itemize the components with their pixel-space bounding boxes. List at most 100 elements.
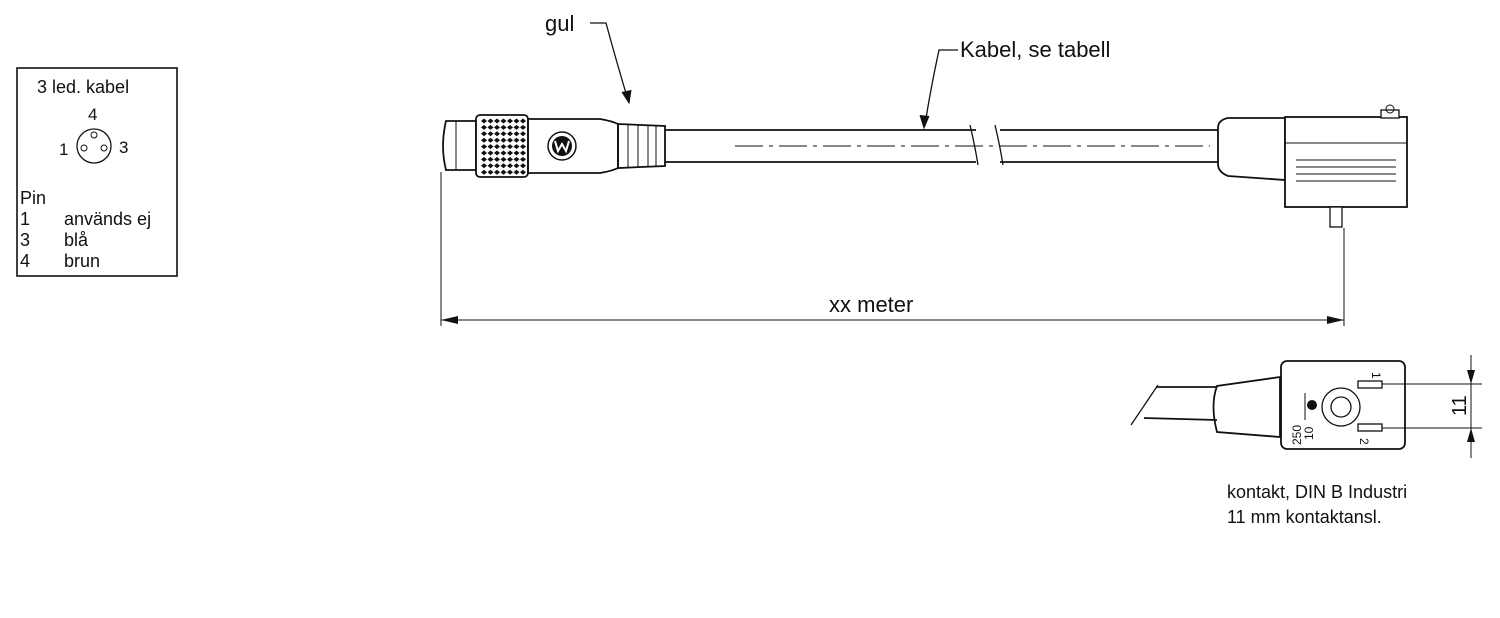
knurl-diamond	[507, 118, 513, 124]
label-gul-leader	[590, 22, 629, 101]
pin-row-2-desc: blå	[64, 230, 89, 250]
knurl-diamond	[487, 163, 494, 169]
pin-table-title: 3 led. kabel	[37, 77, 129, 97]
knurl-diamond	[481, 118, 487, 124]
pin-row-1-desc: används ej	[64, 209, 151, 229]
earth-symbol-icon	[1307, 400, 1317, 410]
front-rating-bottom: 10	[1302, 426, 1316, 440]
knurl-diamond	[494, 163, 500, 169]
knurl-diamond	[500, 156, 507, 162]
din-caption-line1: kontakt, DIN B Industri	[1227, 482, 1407, 502]
front-pin1-label: 1	[1369, 372, 1383, 379]
label-gul-text: gul	[545, 11, 574, 36]
pin-table: 3 led. kabel 4 1 3 Pin 1 används ej 3 bl…	[16, 67, 178, 277]
m8-connector	[442, 114, 666, 178]
knurl-diamond	[520, 169, 526, 175]
cable	[665, 124, 1218, 166]
knurl-diamond	[513, 150, 520, 156]
knurl-diamond	[487, 124, 494, 130]
front-center-screw-icon	[1330, 396, 1352, 418]
cable-break-right	[994, 124, 1004, 166]
dim-arrow-left-icon	[441, 316, 458, 324]
knurl-diamond	[513, 137, 520, 143]
pitch-arrow-bottom-icon	[1467, 428, 1475, 442]
knurl-diamond	[520, 150, 526, 156]
knurl-diamond	[500, 118, 507, 124]
pin-row-3-desc: brun	[64, 251, 100, 271]
knurl-diamond	[494, 169, 500, 175]
din-housing	[1284, 116, 1408, 208]
knurl-diamond	[487, 169, 494, 175]
label-cable-leader	[924, 49, 958, 126]
length-label: xx meter	[829, 292, 913, 317]
knurl-diamond	[494, 124, 500, 130]
pin-number-left: 1	[59, 140, 68, 159]
pitch-arrow-top-icon	[1467, 370, 1475, 384]
knurl-diamond	[500, 137, 507, 143]
pin-hole-1	[80, 144, 88, 152]
knurl-diamond	[507, 131, 513, 137]
din-connector-side	[1217, 104, 1408, 228]
knurl-diamond	[507, 137, 513, 143]
knurl-diamond	[520, 163, 526, 169]
knurl-diamond	[507, 124, 513, 130]
front-center-screw-outer	[1321, 387, 1361, 427]
cable-break-left	[969, 124, 979, 166]
knurl-diamond	[481, 156, 487, 162]
knurl-pattern	[481, 118, 526, 175]
knurl-diamond	[507, 169, 513, 175]
front-rating-top: 250	[1290, 425, 1304, 445]
din-connector-front: 1 2 250 10	[1130, 360, 1406, 450]
label-cable: Kabel, se tabell	[919, 37, 1110, 130]
pin-row-3-number: 4	[20, 251, 30, 271]
knurl-diamond	[494, 156, 500, 162]
din-bottom-pin	[1329, 206, 1343, 228]
front-strain-relief	[1212, 375, 1281, 438]
knurl-diamond	[513, 156, 520, 162]
pin-hole-4	[90, 131, 98, 139]
front-contact-1	[1357, 380, 1383, 389]
length-dimension: xx meter	[440, 172, 1345, 326]
dim-arrow-right-icon	[1327, 316, 1344, 324]
knurl-diamond	[520, 131, 526, 137]
front-pin2-label: 2	[1357, 438, 1371, 445]
knurl-diamond	[513, 118, 520, 124]
knurl-diamond	[520, 144, 526, 150]
knurl-diamond	[513, 124, 520, 130]
knurl-diamond	[520, 124, 526, 130]
knurl-diamond	[507, 144, 513, 150]
knurl-diamond	[487, 118, 494, 124]
front-cable-bottom	[1143, 417, 1218, 421]
knurl-diamond	[481, 150, 487, 156]
din-caption-line2: 11 mm kontaktansl.	[1227, 507, 1382, 527]
front-contact-2	[1357, 423, 1383, 432]
knurl-diamond	[487, 131, 494, 137]
knurl-diamond	[494, 144, 500, 150]
knurl-diamond	[500, 131, 507, 137]
knurl-diamond	[481, 169, 487, 175]
knurl-diamond	[481, 131, 487, 137]
knurl-diamond	[487, 156, 494, 162]
din-screw-icon	[1385, 104, 1395, 114]
knurl-diamond	[494, 131, 500, 137]
knurl-diamond	[487, 150, 494, 156]
knurl-diamond	[487, 144, 494, 150]
knurl-diamond	[494, 137, 500, 143]
din-screw-head	[1380, 109, 1400, 119]
knurl-diamond	[500, 144, 507, 150]
pin-row-1-number: 1	[20, 209, 30, 229]
connector-nose	[442, 120, 477, 171]
knurl-diamond	[494, 118, 500, 124]
label-cable-arrow-icon	[919, 114, 930, 130]
knurl-diamond	[481, 163, 487, 169]
knurl-diamond	[520, 156, 526, 162]
pin-number-right: 3	[119, 138, 128, 157]
connector-face-icon	[76, 128, 112, 164]
knurl-diamond	[507, 150, 513, 156]
pin-table-frame	[16, 67, 178, 277]
knurl-diamond	[481, 144, 487, 150]
knurl-diamond	[513, 163, 520, 169]
label-cable-text: Kabel, se tabell	[960, 37, 1110, 62]
din-strain-relief	[1217, 117, 1286, 181]
pitch-dimension: 11	[1382, 355, 1482, 458]
